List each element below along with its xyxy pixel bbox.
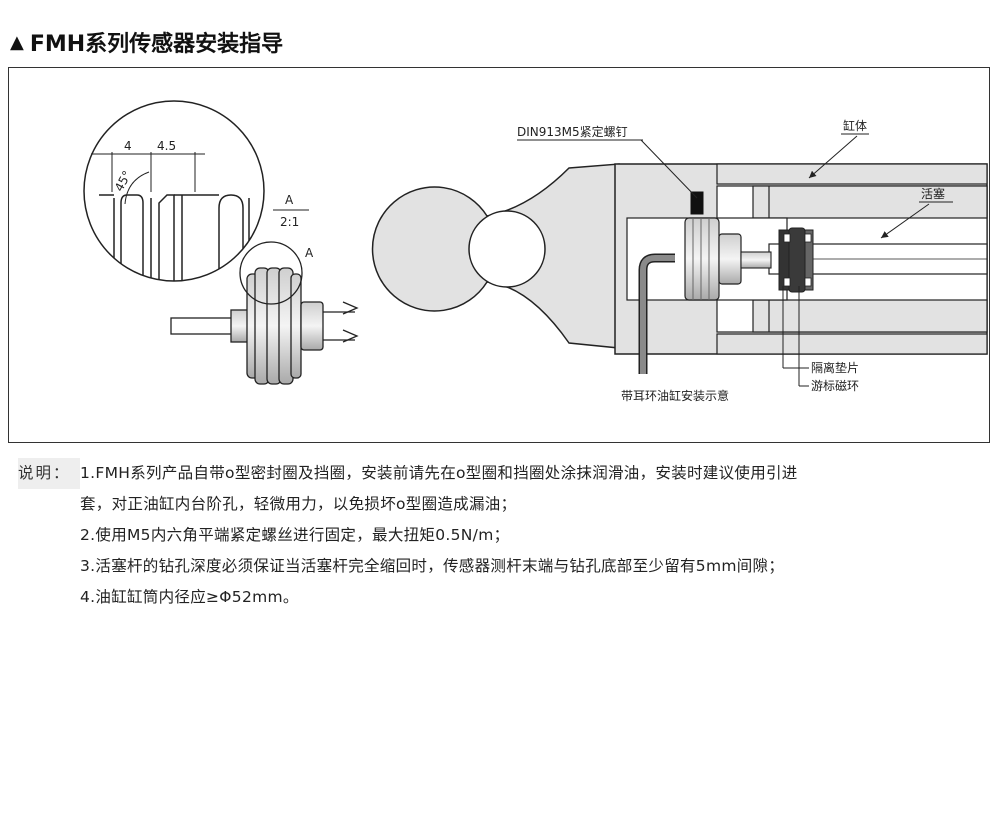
clevis-hole — [468, 210, 546, 288]
note-row: 2.使用M5内六角平端紧定螺丝进行固定，最大扭矩0.5N/m； — [18, 520, 993, 551]
installation-figure: 4 4.5 45° A 2:1 A — [8, 67, 990, 443]
detail-view: 4 4.5 45° A 2:1 A — [83, 100, 359, 385]
scale-label: 2:1 — [280, 215, 299, 229]
callout-label: A — [305, 246, 314, 260]
leader-lines — [517, 133, 953, 387]
sensor-head-drawing — [170, 267, 359, 385]
note-row: 套，对正油缸内台阶孔，轻微用力，以免损坏o型圈造成漏油； — [18, 489, 993, 520]
note-row: 说明： 1.FMH系列产品自带o型密封圈及挡圈，安装前请先在o型圈和挡圈处涂抹润… — [18, 458, 993, 489]
dim-right-label: 4.5 — [157, 139, 176, 153]
installation-drawing: 4 4.5 45° A 2:1 A — [83, 100, 988, 403]
detail-groove-profile — [99, 194, 250, 281]
note-item-2: 2.使用M5内六角平端紧定螺丝进行固定，最大扭矩0.5N/m； — [80, 526, 510, 544]
magnet-ring — [788, 227, 806, 293]
page-title: ▲ FMH系列传感器安装指导 — [10, 24, 283, 60]
sensor-flange — [684, 217, 720, 301]
section-caption: 带耳环油缸安装示意 — [621, 388, 729, 403]
notes-label: 说明： — [18, 458, 80, 489]
note-item-3: 3.活塞杆的钻孔深度必须保证当活塞杆完全缩回时，传感器测杆末端与钻孔底部至少留有… — [80, 557, 785, 575]
note-item-1: 1.FMH系列产品自带o型密封圈及挡圈，安装前请先在o型圈和挡圈处涂抹润滑油，安… — [80, 464, 798, 482]
note-item-4: 4.油缸缸筒内径应≥Φ52mm。 — [80, 588, 299, 606]
cylinder-label: 缸体 — [843, 118, 867, 133]
callout-circle — [239, 241, 303, 305]
page-title-text: FMH系列传感器安装指导 — [29, 32, 284, 57]
view-label: A — [285, 193, 294, 207]
magnet-label: 游标磁环 — [811, 378, 859, 393]
triangle-marker-icon: ▲ — [10, 31, 24, 53]
notes-section: 说明： 1.FMH系列产品自带o型密封圈及挡圈，安装前请先在o型圈和挡圈处涂抹润… — [18, 458, 993, 613]
note-row: 4.油缸缸筒内径应≥Φ52mm。 — [18, 582, 993, 613]
detail-dimensions — [91, 152, 205, 205]
note-item-1-cont: 套，对正油缸内台阶孔，轻微用力，以免损坏o型圈造成漏油； — [80, 495, 517, 513]
piston-label: 活塞 — [921, 186, 945, 201]
cylinder-section: DIN913M5紧定螺钉 缸体 活塞 隔离垫片 游标磁环 带耳环油缸安装示意 — [371, 118, 988, 403]
dim-left-label: 4 — [124, 139, 132, 153]
screw-label: DIN913M5紧定螺钉 — [517, 124, 628, 139]
set-screw — [690, 191, 704, 215]
spacer-label: 隔离垫片 — [811, 360, 859, 375]
note-row: 3.活塞杆的钻孔深度必须保证当活塞杆完全缩回时，传感器测杆末端与钻孔底部至少留有… — [18, 551, 993, 582]
